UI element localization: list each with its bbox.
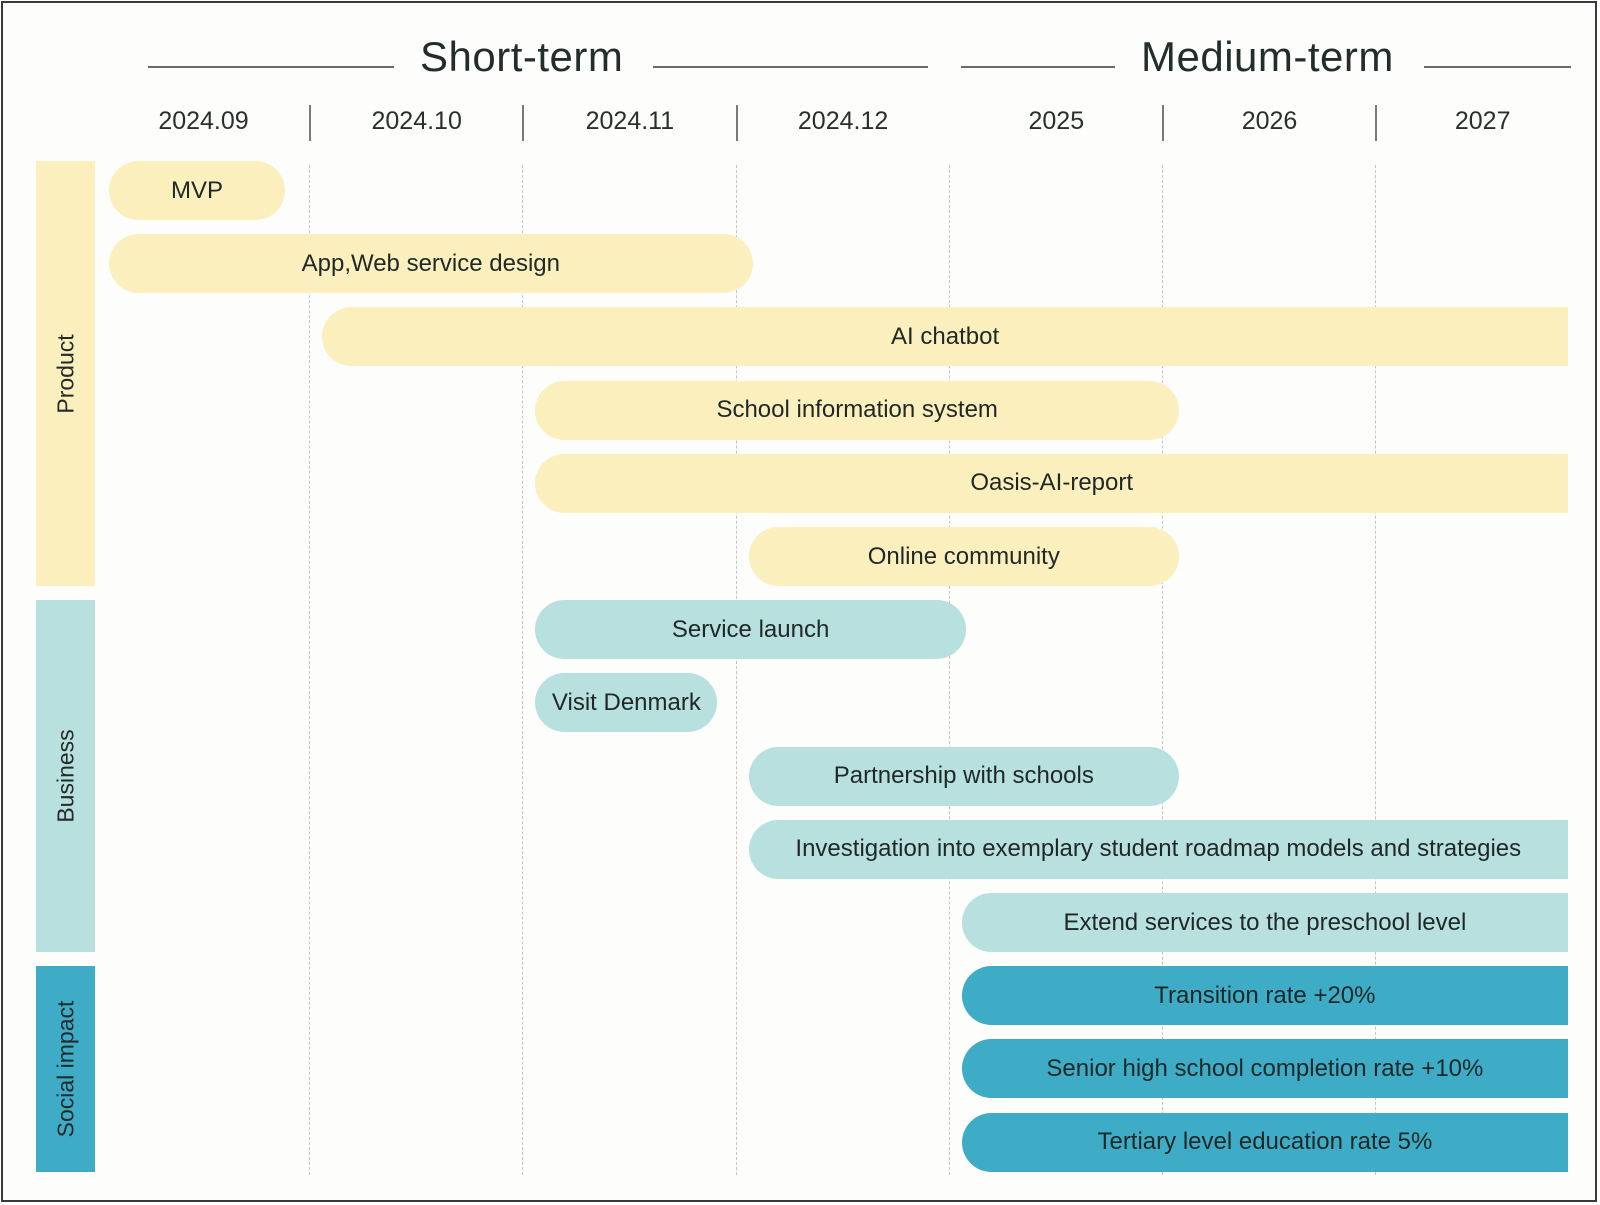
phase-header-short-term: Short-term (148, 33, 928, 93)
period-label-2027: 2027 (1454, 107, 1511, 135)
task-label: Extend services to the preschool level (1063, 908, 1467, 936)
category-label: Business (52, 729, 78, 823)
task-bar: Online community (748, 527, 1179, 586)
task-bar: Service launch (535, 600, 966, 660)
task-bar: Senior high school completion rate +10% (961, 1039, 1568, 1099)
phase-label: Short-term (420, 33, 624, 80)
period-divider (1162, 105, 1164, 141)
task-bar: Extend services to the preschool level (961, 893, 1568, 952)
task-bar: AI chatbot (322, 307, 1568, 367)
task-bar: Partnership with schools (748, 746, 1179, 806)
task-bar: Visit Denmark (535, 673, 718, 733)
category-band-business: Business (36, 600, 95, 952)
grid-line (735, 165, 737, 1175)
task-bar: App,Web service design (109, 234, 753, 294)
grid-line (948, 165, 950, 1175)
task-bar: Transition rate +20% (961, 966, 1568, 1026)
task-label: Transition rate +20% (1154, 981, 1376, 1009)
task-label: Service launch (671, 615, 830, 643)
period-label-2026: 2026 (1241, 107, 1298, 135)
period-label-2025: 2025 (1028, 107, 1085, 135)
period-divider (1375, 105, 1378, 141)
task-label: School information system (716, 396, 998, 424)
task-label: Oasis-AI-report (970, 469, 1134, 497)
task-bar: Oasis-AI-report (535, 453, 1568, 513)
task-label: App,Web service design (301, 249, 560, 277)
task-label: AI chatbot (891, 322, 1000, 350)
task-label: Senior high school completion rate +10% (1046, 1054, 1484, 1082)
phase-header-medium-term: Medium-term (961, 33, 1571, 93)
phase-label: Medium-term (1141, 33, 1394, 80)
task-bar: MVP (109, 161, 285, 220)
period-label-2024-12: 2024.12 (797, 107, 889, 135)
task-bar: School information system (535, 380, 1179, 440)
grid-line (522, 165, 524, 1175)
period-label-2024-09: 2024.09 (158, 107, 249, 135)
grid-line (1375, 165, 1377, 1175)
task-label: Partnership with schools (833, 762, 1094, 790)
task-label: Investigation into exemplary student roa… (795, 835, 1522, 863)
category-band-social-impact: Social impact (36, 966, 95, 1172)
task-bar: Tertiary level education rate 5% (961, 1112, 1568, 1172)
period-divider (309, 105, 312, 141)
grid-line (309, 165, 311, 1175)
grid-line (1162, 165, 1163, 1175)
phase-line-right (1424, 66, 1571, 68)
period-divider (522, 105, 525, 141)
period-label-2024-11: 2024.11 (585, 107, 675, 135)
category-band-product: Product (36, 161, 95, 586)
phase-line-left (961, 66, 1115, 68)
task-label: Tertiary level education rate 5% (1097, 1128, 1433, 1156)
category-label: Social impact (52, 1000, 78, 1138)
category-label: Product (52, 333, 78, 414)
period-divider (735, 105, 738, 141)
task-bar: Investigation into exemplary student roa… (748, 819, 1568, 879)
phase-line-left (148, 66, 394, 68)
task-label: MVP (170, 176, 223, 204)
period-label-2024-10: 2024.10 (371, 107, 462, 135)
task-label: Online community (867, 542, 1060, 570)
task-label: Visit Denmark (551, 688, 701, 716)
phase-line-right (653, 66, 928, 68)
